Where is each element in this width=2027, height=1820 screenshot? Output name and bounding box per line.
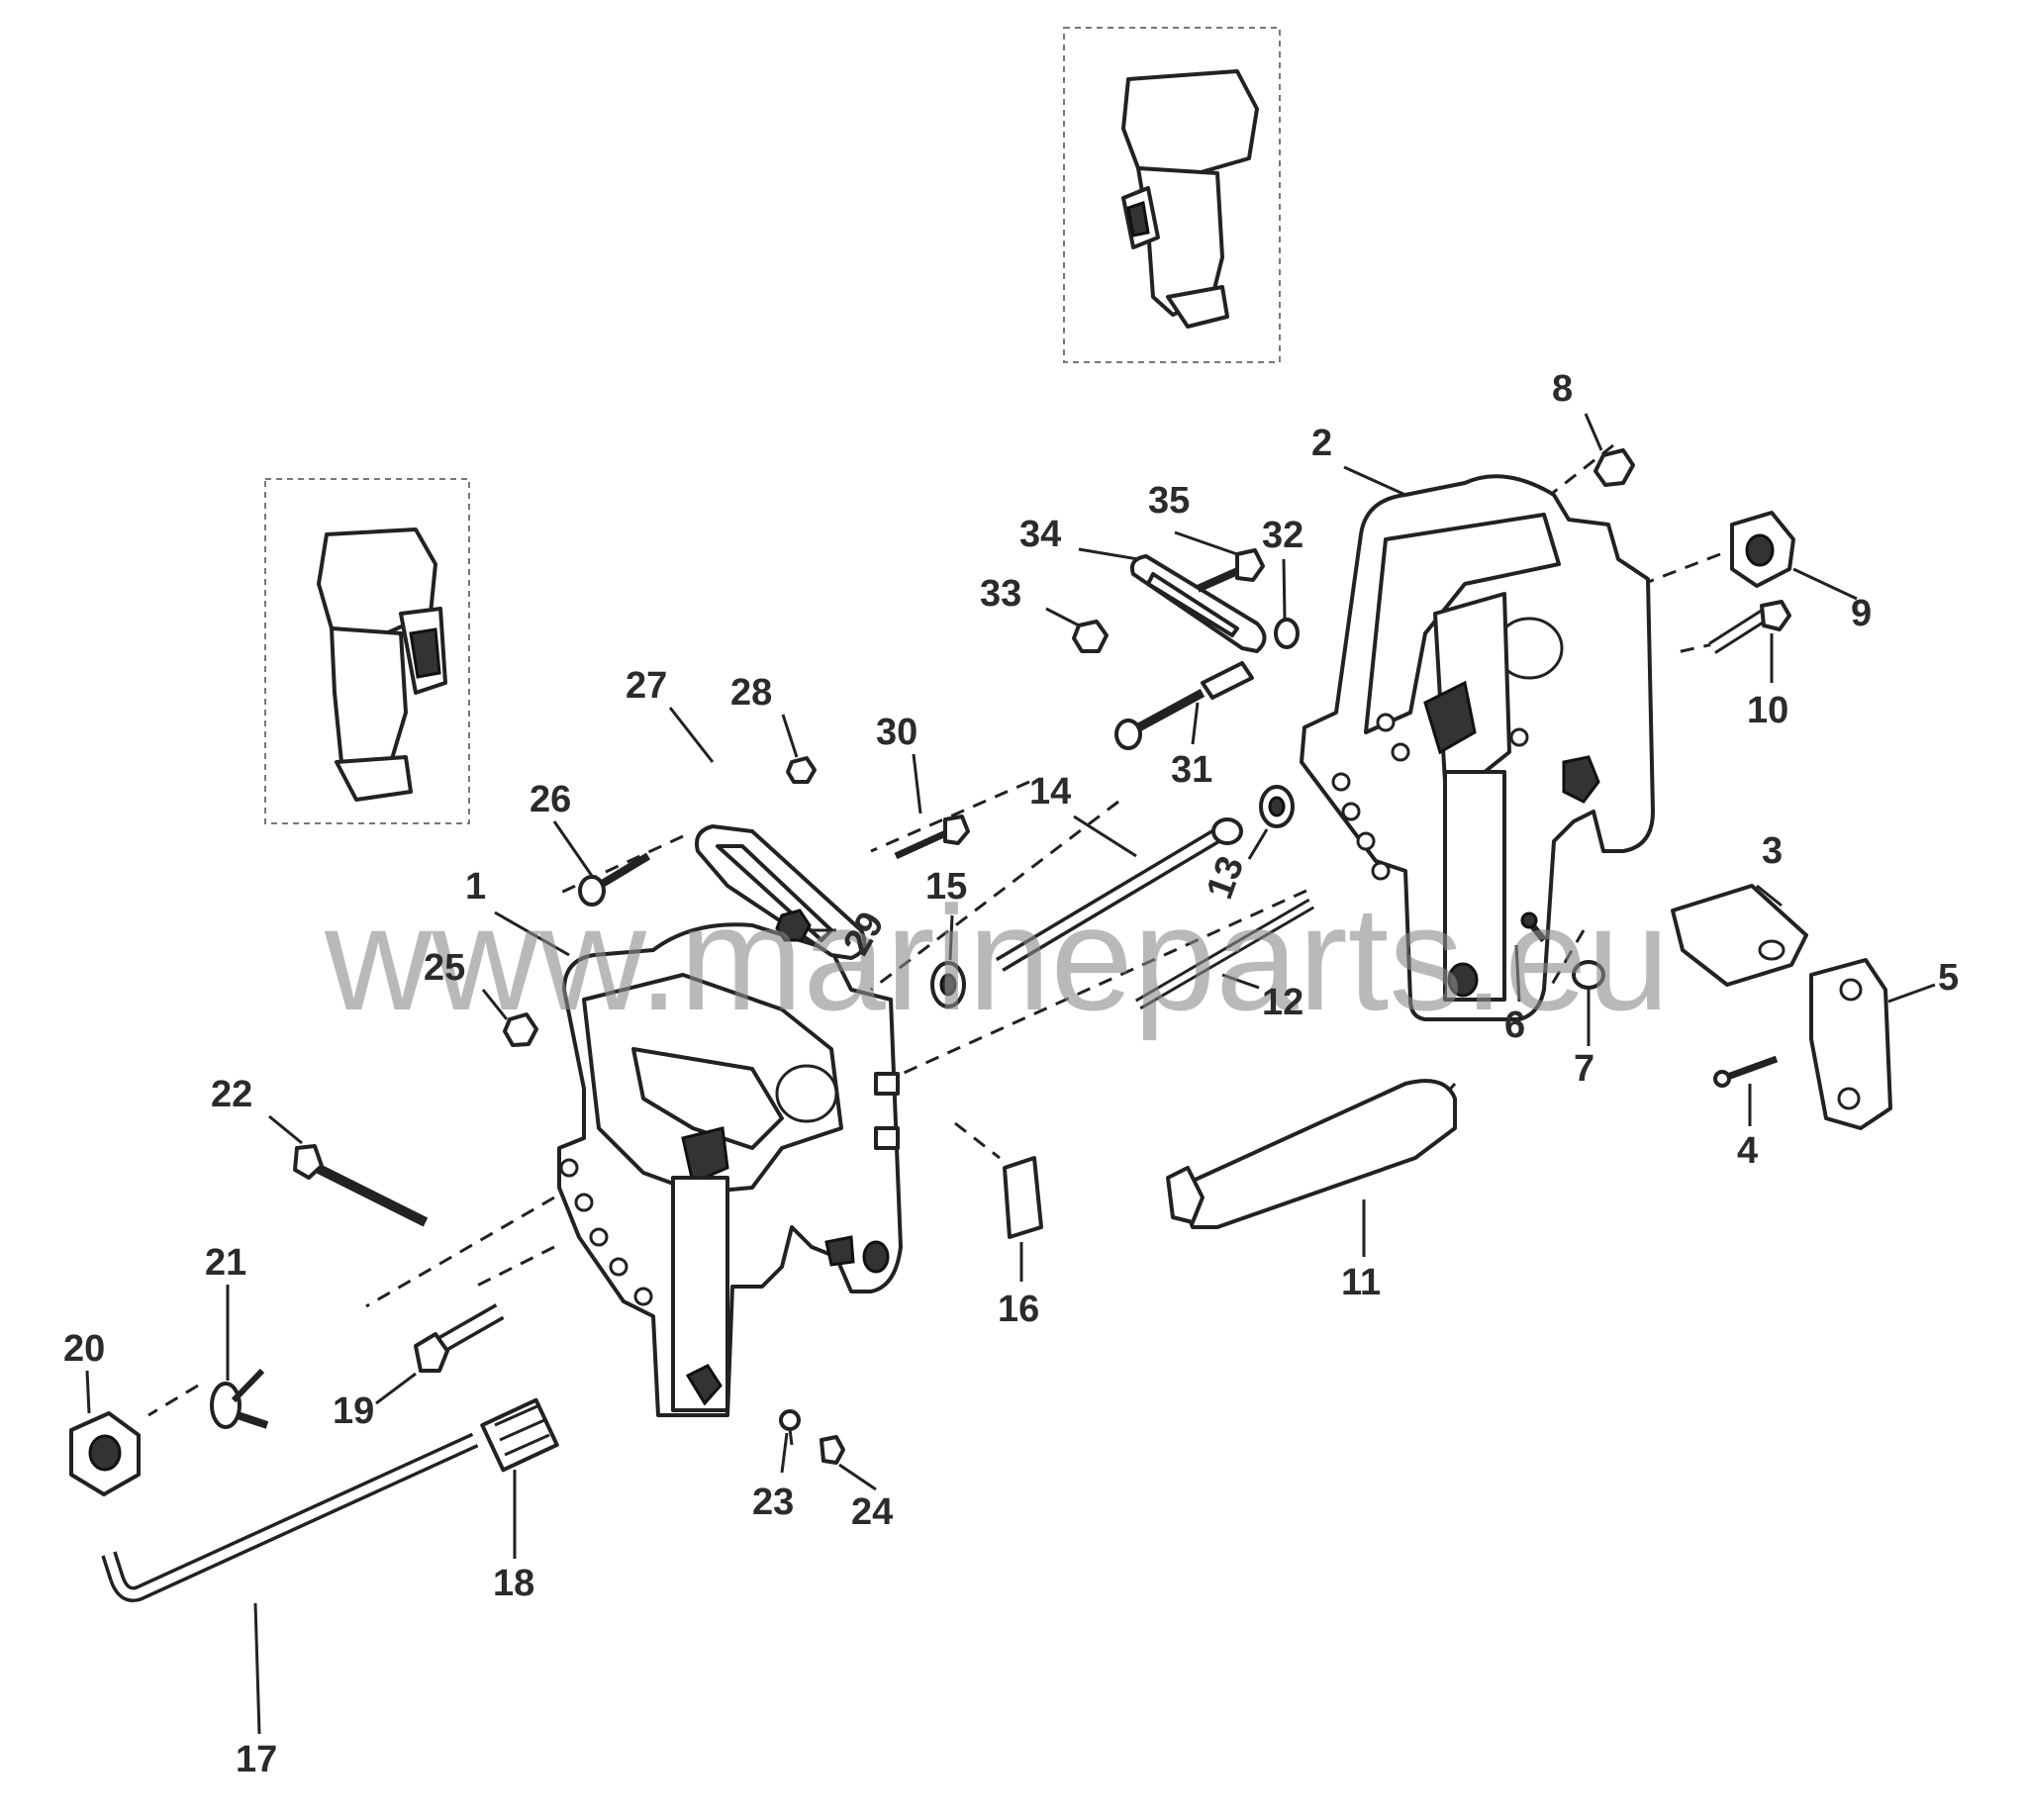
part-30: [894, 814, 970, 860]
part-19: [414, 1303, 505, 1373]
callout-7: 7: [1574, 1048, 1594, 1090]
callout-20: 20: [63, 1328, 105, 1370]
part-31: [1114, 689, 1206, 750]
engine-inset-top: [1063, 27, 1281, 363]
callout-28: 28: [730, 672, 772, 714]
part-18: [480, 1397, 559, 1473]
part-3: [1671, 884, 1808, 987]
callout-18: 18: [493, 1563, 534, 1604]
part-11: [1166, 1079, 1457, 1229]
callout-25: 25: [424, 947, 465, 989]
part-20: [69, 1411, 141, 1496]
part-29: [775, 909, 812, 942]
callout-19: 19: [333, 1390, 374, 1432]
callout-2: 2: [1311, 423, 1332, 464]
part-9: [1730, 511, 1795, 588]
callout-22: 22: [211, 1074, 252, 1115]
callout-14: 14: [1029, 771, 1071, 813]
callout-26: 26: [530, 779, 571, 820]
part-16: [1003, 1156, 1043, 1239]
part-26: [578, 852, 651, 907]
part-35: [1196, 548, 1265, 593]
callout-1: 1: [465, 866, 486, 908]
callout-23: 23: [752, 1482, 794, 1523]
part-14: [995, 817, 1243, 972]
part-22: [293, 1144, 429, 1227]
callout-4: 4: [1737, 1130, 1758, 1172]
callout-10: 10: [1747, 690, 1788, 731]
part-33: [1072, 620, 1109, 653]
part-23: [779, 1409, 801, 1446]
part-25: [503, 1012, 538, 1047]
callout-11: 11: [1341, 1262, 1381, 1303]
callout-34: 34: [1019, 514, 1061, 555]
part-7: [1572, 960, 1605, 990]
callout-32: 32: [1262, 515, 1303, 556]
callout-12: 12: [1262, 982, 1303, 1023]
part-28: [786, 756, 817, 784]
callout-35: 35: [1148, 480, 1190, 522]
callout-5: 5: [1938, 957, 1959, 999]
part-12: [1134, 898, 1315, 1010]
engine-inset-left: [264, 478, 470, 824]
part-4: [1713, 1055, 1779, 1088]
callout-15: 15: [925, 866, 967, 908]
part-24: [820, 1435, 845, 1465]
callout-33: 33: [980, 573, 1021, 615]
right-clamp-bracket: [1300, 474, 1655, 1021]
callout-8: 8: [1552, 368, 1573, 410]
part-21: [210, 1368, 269, 1429]
callout-9: 9: [1851, 593, 1872, 634]
part-34: [1129, 554, 1267, 700]
callout-3: 3: [1762, 830, 1783, 872]
callout-6: 6: [1504, 1005, 1525, 1046]
callout-31: 31: [1171, 749, 1212, 791]
callout-27: 27: [626, 665, 667, 707]
watermark-text: www.marineparts.eu: [324, 875, 1670, 1041]
part-10: [1708, 600, 1791, 654]
part-13: [1259, 785, 1295, 828]
callout-17: 17: [236, 1739, 277, 1780]
part-5: [1809, 958, 1892, 1130]
callout-16: 16: [998, 1289, 1039, 1330]
callout-21: 21: [205, 1242, 246, 1284]
callout-24: 24: [851, 1491, 893, 1533]
part-8: [1593, 448, 1635, 487]
assembly-lines: [147, 443, 1721, 1417]
part-32: [1274, 618, 1300, 649]
callout-30: 30: [876, 712, 917, 753]
part-17: [101, 1432, 479, 1602]
left-clamp-bracket: [557, 922, 903, 1417]
part-6: [1520, 911, 1547, 943]
part-15: [930, 961, 966, 1008]
callout-leaders: [85, 413, 1936, 1735]
